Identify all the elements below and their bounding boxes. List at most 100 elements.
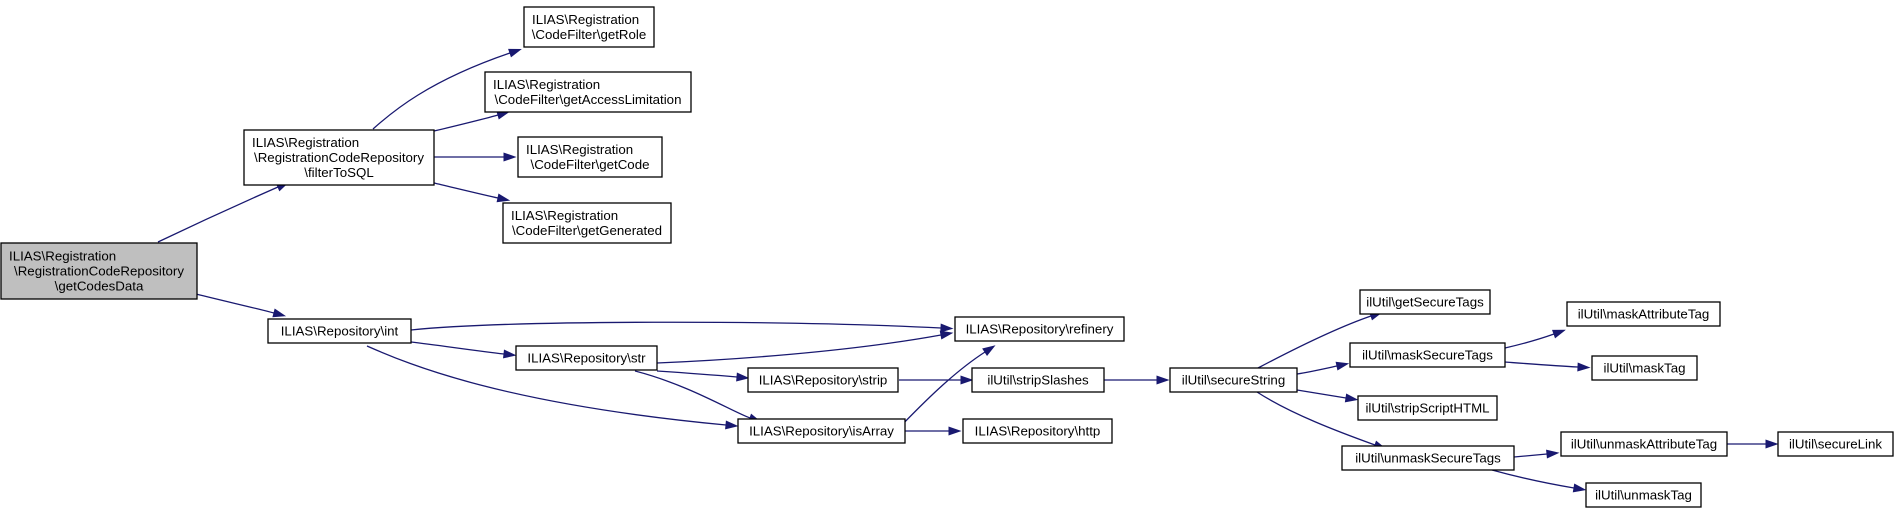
edge-secureString-to-maskSecureTags — [1296, 361, 1350, 375]
edge-repoInt-to-repoStr — [410, 341, 517, 359]
arrowhead-icon — [503, 152, 517, 162]
node-label-line: ILIAS\Registration — [511, 208, 618, 223]
node-box — [515, 345, 658, 371]
edge-line — [656, 370, 738, 378]
node-label-line: ilUtil\unmaskSecureTags — [1355, 451, 1501, 466]
node-label-line: ILIAS\Repository\http — [975, 424, 1101, 439]
node-secureLink[interactable]: ilUtil\secureLink — [1777, 431, 1894, 457]
node-label-line: ilUtil\maskSecureTags — [1362, 348, 1493, 363]
arrowhead-icon — [982, 345, 996, 357]
edge-filterToSQL-to-getCode — [434, 152, 517, 162]
node-getCodesData[interactable]: ILIAS\Registration\RegistrationCodeRepos… — [0, 242, 198, 300]
node-box — [1591, 355, 1698, 381]
arrowhead-icon — [1552, 329, 1566, 339]
node-label-line: \RegistrationCodeRepository — [254, 150, 424, 165]
node-unmaskTag[interactable]: ilUtil\unmaskTag — [1585, 482, 1702, 508]
edge-line — [1296, 389, 1347, 399]
node-stripScriptHTML[interactable]: ilUtil\stripScriptHTML — [1357, 395, 1498, 421]
edge-line — [410, 341, 505, 355]
node-label-line: ILIAS\Registration — [9, 249, 116, 264]
edge-line — [410, 321, 942, 331]
node-stripSlashes[interactable]: ilUtil\stripSlashes — [971, 367, 1105, 393]
edge-repoStrip-to-stripSlashes — [898, 375, 974, 385]
edge-stripSlashes-to-secureString — [1103, 375, 1170, 385]
node-box — [1585, 482, 1702, 508]
node-label-line: ilUtil\secureString — [1182, 373, 1285, 388]
node-box — [1341, 445, 1515, 471]
node-refinery[interactable]: ILIAS\Repository\refinery — [954, 316, 1125, 342]
node-box — [502, 202, 672, 244]
edge-getCodesData-to-repoInt — [195, 293, 287, 318]
node-label-line: ilUtil\maskTag — [1603, 361, 1685, 376]
node-box — [243, 129, 435, 186]
edge-line — [896, 351, 986, 431]
edge-line — [1504, 333, 1555, 349]
edge-unmaskAttributeTag-to-secureLink — [1727, 439, 1779, 449]
edge-repoStr-to-repoStrip — [656, 370, 750, 382]
node-http[interactable]: ILIAS\Repository\http — [962, 418, 1113, 444]
arrowhead-icon — [940, 323, 954, 333]
edge-repoInt-to-isArray — [366, 345, 739, 430]
node-label-line: \RegistrationCodeRepository — [14, 264, 184, 279]
node-label-line: ILIAS\Registration — [493, 77, 600, 92]
node-maskTag[interactable]: ilUtil\maskTag — [1591, 355, 1698, 381]
edge-line — [634, 370, 751, 419]
arrowhead-icon — [1546, 449, 1560, 459]
nodes-layer: ILIAS\Registration\RegistrationCodeRepos… — [0, 6, 1894, 508]
node-getRole[interactable]: ILIAS\Registration\CodeFilter\getRole — [523, 6, 655, 48]
node-getCode[interactable]: ILIAS\Registration\CodeFilter\getCode — [517, 136, 663, 178]
edge-line — [1296, 365, 1338, 375]
node-maskSecureTags[interactable]: ilUtil\maskSecureTags — [1349, 342, 1506, 368]
arrowhead-icon — [503, 349, 517, 359]
node-unmaskSecureTags[interactable]: ilUtil\unmaskSecureTags — [1341, 445, 1515, 471]
edge-unmaskSecureTags-to-unmaskTag — [1491, 469, 1587, 493]
edge-line — [433, 182, 499, 199]
node-isArray[interactable]: ILIAS\Repository\isArray — [737, 418, 906, 444]
node-label-line: ilUtil\stripScriptHTML — [1365, 401, 1489, 416]
node-label-line: ilUtil\secureLink — [1789, 437, 1882, 452]
node-box — [747, 367, 899, 393]
node-box — [1359, 289, 1491, 315]
arrowhead-icon — [1577, 362, 1591, 372]
node-label-line: ILIAS\Registration — [532, 12, 639, 27]
arrowhead-icon — [939, 330, 954, 340]
node-maskAttributeTag[interactable]: ilUtil\maskAttributeTag — [1566, 301, 1721, 327]
node-label-line: ILIAS\Registration — [252, 135, 359, 150]
edge-line — [366, 345, 727, 426]
edge-line — [1256, 391, 1376, 446]
edge-repoInt-to-refinery — [410, 321, 954, 333]
node-label-line: \filterToSQL — [304, 165, 373, 180]
node-box — [954, 316, 1125, 342]
edge-filterToSQL-to-getAccessLimitation — [433, 110, 511, 132]
edge-getCodesData-to-filterToSQL — [157, 181, 290, 243]
edge-filterToSQL-to-getGenerated — [433, 182, 511, 203]
arrowhead-icon — [725, 420, 739, 430]
node-secureString[interactable]: ilUtil\secureString — [1169, 367, 1298, 393]
edge-line — [1504, 361, 1579, 368]
node-repoStr[interactable]: ILIAS\Repository\str — [515, 345, 658, 371]
node-label-line: ILIAS\Repository\isArray — [749, 424, 894, 439]
node-getGenerated[interactable]: ILIAS\Registration\CodeFilter\getGenerat… — [502, 202, 672, 244]
node-box — [737, 418, 906, 444]
node-filterToSQL[interactable]: ILIAS\Registration\RegistrationCodeRepos… — [243, 129, 435, 186]
node-label-line: \CodeFilter\getRole — [532, 27, 647, 42]
node-unmaskAttributeTag[interactable]: ilUtil\unmaskAttributeTag — [1560, 431, 1728, 457]
node-label-line: ilUtil\stripSlashes — [987, 373, 1089, 388]
edge-isArray-to-http — [905, 426, 962, 436]
node-label-line: ILIAS\Repository\strip — [759, 373, 888, 388]
node-getAccessLimitation[interactable]: ILIAS\Registration\CodeFilter\getAccessL… — [484, 71, 692, 113]
node-repoStrip[interactable]: ILIAS\Repository\strip — [747, 367, 899, 393]
node-label-line: \CodeFilter\getAccessLimitation — [495, 92, 682, 107]
node-box — [0, 242, 198, 300]
node-label-line: \CodeFilter\getCode — [531, 157, 650, 172]
node-getSecureTags[interactable]: ilUtil\getSecureTags — [1359, 289, 1491, 315]
arrowhead-icon — [508, 48, 522, 58]
arrowhead-icon — [948, 426, 962, 436]
node-repoInt[interactable]: ILIAS\Repository\int — [267, 318, 412, 344]
edge-line — [433, 114, 499, 132]
node-label-line: \getCodesData — [55, 279, 144, 294]
edge-line — [372, 52, 511, 130]
node-box — [971, 367, 1105, 393]
edges-layer — [157, 48, 1779, 493]
